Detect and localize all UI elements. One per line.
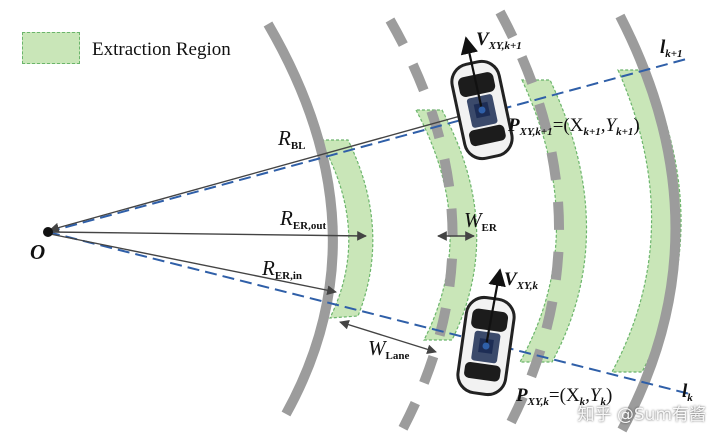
r-bl-sub: BL xyxy=(290,140,306,152)
r-bl-main: R xyxy=(278,126,291,150)
p-k1-label: PXY,k+1=(Xk+1,Yk+1) xyxy=(508,115,640,138)
p-k1-x-sub: k+1 xyxy=(583,126,601,138)
p-k-y-sub: k xyxy=(600,396,607,408)
r-er-in-main: R xyxy=(262,256,275,280)
l-k-sub: k xyxy=(687,392,693,404)
p-k1-main: P xyxy=(508,115,520,136)
r-er-in-sub: ER,in xyxy=(274,270,303,282)
p-k-x-sub: k xyxy=(579,396,586,408)
extraction-region-2 xyxy=(415,109,478,341)
legend-label: Extraction Region xyxy=(92,39,231,60)
extraction-region-3 xyxy=(518,79,588,363)
extraction-region-1 xyxy=(318,139,374,319)
w-er-main: W xyxy=(464,208,482,232)
ray-l-k xyxy=(47,231,691,395)
r-er-out-label: RER,out xyxy=(280,206,327,232)
p-k-main: P xyxy=(516,385,528,406)
r-er-in-label: RER,in xyxy=(262,256,303,282)
v-k1-arrow xyxy=(460,36,484,111)
w-er-label: WER xyxy=(464,208,497,234)
p-k1-close: ) xyxy=(633,115,640,136)
r-er-out-arrow xyxy=(49,230,367,241)
origin-label: O xyxy=(30,240,46,264)
r-bl-arrow xyxy=(49,109,483,233)
p-k1-y-sub: k+1 xyxy=(616,126,634,138)
v-k1-label: VXY,k+1 xyxy=(476,29,522,52)
v-k1-sub: XY,k+1 xyxy=(488,40,522,52)
w-lane-arrow xyxy=(339,319,437,355)
watermark: 知乎 @Sum有酱 xyxy=(577,405,706,425)
lane-dashed-2 xyxy=(495,9,564,435)
r-er-out-sub: ER,out xyxy=(292,220,327,232)
w-lane-label: WLane xyxy=(368,336,410,362)
p-k-label: PXY,k=(Xk,Yk) xyxy=(516,385,613,408)
road-boundary-right xyxy=(615,13,681,433)
radius-arrows xyxy=(49,109,483,296)
p-k1-sub: XY,k+1 xyxy=(519,126,553,138)
w-lane-sub: Lane xyxy=(385,350,410,362)
v-k-label: VXY,k xyxy=(504,269,538,292)
r-er-in-arrow xyxy=(49,233,337,296)
w-lane-main: W xyxy=(368,336,386,360)
legend-swatch xyxy=(22,32,80,64)
r-bl-label: RBL xyxy=(278,126,306,152)
l-k1-main: l xyxy=(660,37,666,58)
v-k-main: V xyxy=(504,269,517,290)
p-k1-comma: ,Y xyxy=(600,115,617,136)
scan-rays xyxy=(47,57,691,395)
l-k-main: l xyxy=(682,381,688,402)
origin-point xyxy=(43,227,53,237)
p-k-comma: ,Y xyxy=(585,385,601,406)
p-k-sub: XY,k xyxy=(527,396,549,408)
lane-markings xyxy=(263,9,681,437)
p-k1-point xyxy=(478,106,486,114)
w-er-sub: ER xyxy=(481,222,497,234)
ray-l-k1 xyxy=(47,57,691,233)
l-k1-label: lk+1 xyxy=(660,37,683,60)
v-k-arrow xyxy=(484,268,506,347)
p-k1-eq: =(X xyxy=(552,115,584,136)
l-k1-sub: k+1 xyxy=(665,48,683,60)
road-boundary-left xyxy=(263,21,338,417)
v-k1-main: V xyxy=(476,29,489,50)
p-k-point xyxy=(482,342,490,350)
v-k-sub: XY,k xyxy=(516,280,538,292)
vehicle-k xyxy=(456,295,516,397)
p-k-close: ) xyxy=(606,385,613,406)
p-k-eq: =(X xyxy=(548,385,580,406)
width-arrows xyxy=(339,231,475,355)
r-er-out-main: R xyxy=(280,206,293,230)
lane-dashed-1 xyxy=(385,17,458,437)
l-k-label: lk xyxy=(682,381,693,404)
